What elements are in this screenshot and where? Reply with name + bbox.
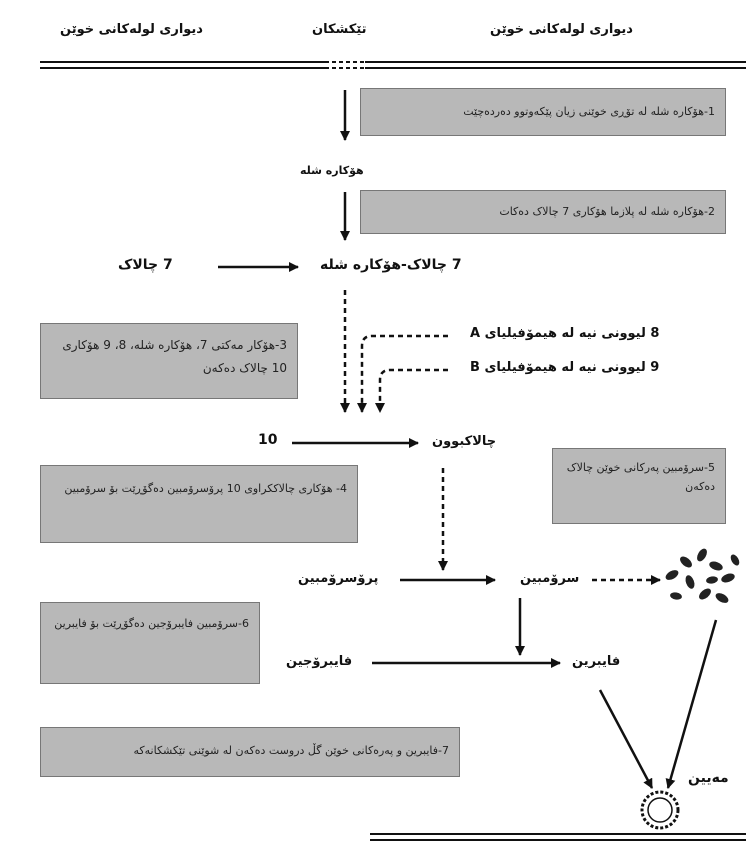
haemophilia-a-label: 8 لیوونی نیە لە هیمۆفیلیای A	[470, 326, 660, 341]
step-5-box: 5-سرۆمبین پەرکانی خوێن چالاک دەکەن	[552, 448, 726, 524]
step-6-box: 6-سرۆمبین فایبرۆجین دەگۆڕێت بۆ فایبرین	[40, 602, 260, 684]
vessel-wall-top	[40, 61, 746, 69]
platelets-icon	[665, 548, 740, 603]
injury-label: تێکشکان	[312, 22, 367, 37]
clot-label: مەیین	[688, 770, 729, 786]
prothrombin-label: پرۆسرۆمبین	[298, 571, 379, 586]
factor10-label: 10	[258, 432, 278, 448]
step-4-box: 4- هۆکاری چالاککراوی 10 پرۆسرۆمبین دەگۆڕ…	[40, 465, 358, 543]
factor12-label: هۆکارە شلە	[300, 164, 364, 177]
factor7-label: 7 چالاک	[118, 257, 173, 273]
fibrin-label: فایبرین	[572, 654, 621, 669]
step-1-box: 1-هۆکارە شلە لە تۆڕی خوێنی زیان پێکەوتوو…	[360, 88, 726, 136]
activated-label: چالاکبوون	[432, 434, 497, 449]
haemophilia-b-label: 9 لیوونی نیە لە هیمۆفیلیای B	[470, 360, 660, 375]
wall-left-label: دیواری لولەکانی خوێن	[60, 22, 203, 37]
vessel-wall-bottom	[370, 833, 746, 841]
arrow-haemo-a-dashed	[357, 334, 448, 413]
step-7-box: 7-فایبرین و پەرەکانی خوێن گڵ دروست دەکەن…	[40, 727, 460, 777]
clot-icon	[640, 790, 680, 830]
arrow-fibrin-to-clot	[598, 689, 654, 789]
fibrinogen-label: فایبرۆجین	[286, 654, 353, 669]
factor7-complex-label: 7 چالاک-هۆکارە شلە	[320, 257, 462, 273]
wall-right-label: دیواری لولەکانی خوێن	[490, 22, 633, 37]
thrombin-label: سرۆمبین	[520, 571, 580, 586]
arrow-platelets-to-clot	[665, 619, 718, 789]
arrow-haemo-b-dashed	[375, 368, 448, 413]
step-3-box: 3-هۆکار مەکتی 7، هۆکارە شلە، 8، 9 هۆکاری…	[40, 323, 298, 399]
step-2-box: 2-هۆکارە شلە لە پلازما هۆکاری 7 چالاک دە…	[360, 190, 726, 234]
